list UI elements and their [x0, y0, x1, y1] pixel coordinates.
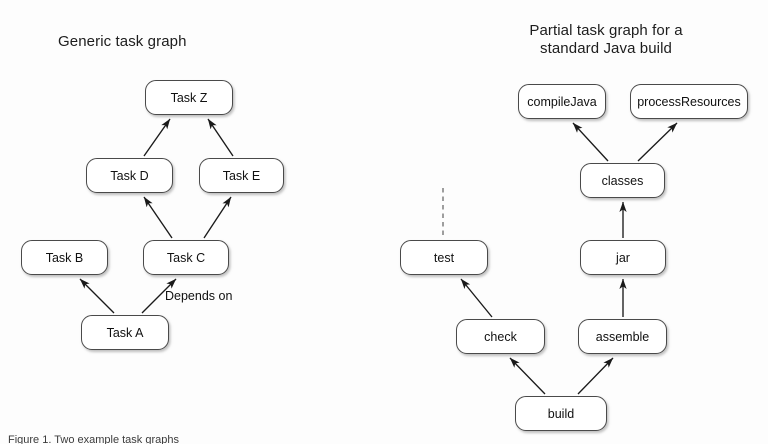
edge-task-a-to-task-b — [79, 278, 115, 314]
node-label: jar — [616, 250, 630, 265]
node-label: test — [433, 250, 455, 265]
edge-classes-to-compile-java — [572, 122, 609, 162]
node-task-b[interactable]: Task B — [21, 240, 108, 275]
node-task-z[interactable]: Task Z — [145, 80, 233, 115]
node-label: Task D — [110, 168, 149, 183]
edge-build-to-check — [509, 357, 546, 395]
edge-task-a-to-task-c — [141, 278, 177, 314]
edge-build-to-assemble — [577, 357, 614, 395]
edge-task-e-to-task-z — [207, 118, 234, 157]
node-process-resources[interactable]: processResources — [630, 84, 748, 119]
left-graph-edges — [79, 118, 234, 314]
node-label: build — [547, 406, 575, 421]
edge-check-to-test — [460, 278, 493, 318]
node-task-d[interactable]: Task D — [86, 158, 173, 193]
node-task-c[interactable]: Task C — [143, 240, 229, 275]
figure-caption: Figure 1. Two example task graphs — [8, 434, 179, 444]
node-task-a[interactable]: Task A — [81, 315, 169, 350]
node-test[interactable]: test — [400, 240, 488, 275]
node-classes[interactable]: classes — [580, 163, 665, 198]
node-build[interactable]: build — [515, 396, 607, 431]
node-label: processResources — [637, 94, 741, 109]
right-graph-title: Partial task graph for a standard Java b… — [529, 22, 683, 57]
node-assemble[interactable]: assemble — [578, 319, 667, 354]
right-graph-edges — [460, 122, 678, 395]
node-label: Task E — [222, 168, 261, 183]
node-task-e[interactable]: Task E — [199, 158, 284, 193]
node-label: Task C — [166, 250, 206, 265]
left-graph-title: Generic task graph — [58, 33, 187, 50]
node-jar[interactable]: jar — [580, 240, 666, 275]
node-label: check — [484, 329, 517, 344]
node-label: Task B — [45, 250, 84, 265]
node-label: compileJava — [527, 94, 597, 109]
node-compile-java[interactable]: compileJava — [518, 84, 606, 119]
edge-task-c-to-task-e — [203, 196, 232, 239]
node-label: classes — [601, 173, 644, 188]
node-label: assemble — [595, 329, 650, 344]
edge-label-depends-on: Depends on — [165, 289, 233, 303]
node-label: Task A — [106, 325, 144, 340]
node-label: Task Z — [170, 90, 208, 105]
edge-task-c-to-task-d — [143, 196, 173, 239]
edge-classes-to-process-resources — [637, 122, 678, 162]
edge-task-d-to-task-z — [143, 118, 171, 157]
node-check[interactable]: check — [456, 319, 545, 354]
